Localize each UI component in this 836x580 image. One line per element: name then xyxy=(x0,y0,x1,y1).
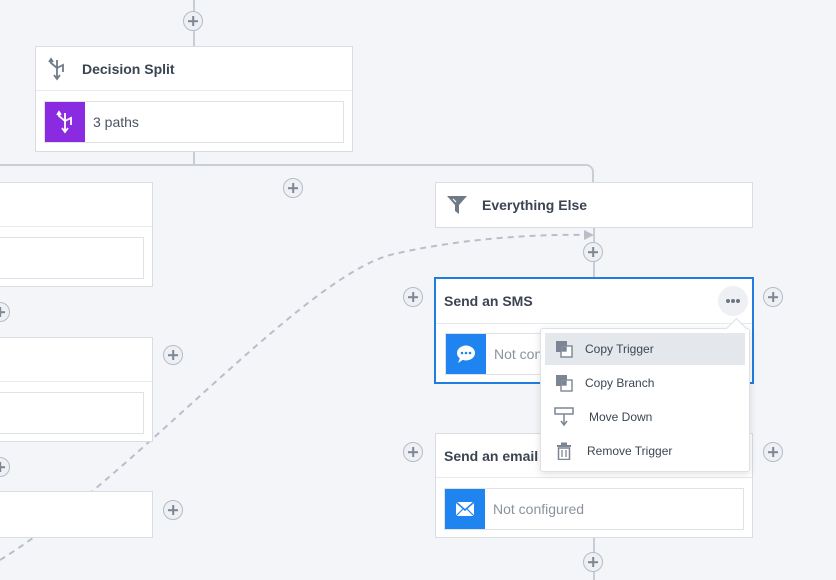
step-card[interactable] xyxy=(0,491,153,538)
add-step-button[interactable] xyxy=(163,345,183,365)
add-step-button[interactable] xyxy=(183,11,203,31)
copy-icon xyxy=(553,339,575,359)
context-menu: Copy Trigger Copy Branch Move Down xyxy=(540,328,750,472)
card-title: Send an SMS xyxy=(444,293,533,309)
trash-icon xyxy=(553,441,575,461)
envelope-icon xyxy=(455,501,475,517)
email-tile xyxy=(445,489,485,529)
add-step-button[interactable] xyxy=(403,287,423,307)
card-title: Everything Else xyxy=(482,197,588,213)
menu-item-move-down[interactable]: Move Down xyxy=(545,401,745,433)
menu-item-label: Copy Branch xyxy=(585,376,655,390)
menu-item-copy-branch[interactable]: Copy Branch xyxy=(545,367,745,399)
add-step-button[interactable] xyxy=(283,178,303,198)
add-step-button[interactable] xyxy=(163,500,183,520)
everything-else-card[interactable]: Everything Else xyxy=(435,182,753,228)
add-step-button[interactable] xyxy=(763,287,783,307)
step-card[interactable] xyxy=(0,182,153,287)
menu-item-label: Move Down xyxy=(589,410,653,424)
filter-icon xyxy=(446,194,468,216)
connector-line xyxy=(0,164,584,166)
add-step-button[interactable] xyxy=(583,552,603,572)
menu-item-label: Remove Trigger xyxy=(587,444,673,458)
copy-icon xyxy=(553,373,575,393)
ellipsis-icon xyxy=(726,299,740,303)
sms-tile xyxy=(446,334,486,374)
add-step-button[interactable] xyxy=(583,242,603,262)
add-step-button[interactable] xyxy=(763,442,783,462)
split-icon xyxy=(46,56,68,82)
menu-item-remove-trigger[interactable]: Remove Trigger xyxy=(545,435,745,467)
step-card[interactable] xyxy=(0,337,153,442)
menu-item-copy-trigger[interactable]: Copy Trigger xyxy=(545,333,745,365)
split-icon xyxy=(56,110,72,134)
menu-item-label: Copy Trigger xyxy=(585,342,654,356)
status-text: Not con xyxy=(494,346,543,362)
connector-corner xyxy=(574,164,594,182)
add-step-button[interactable] xyxy=(403,442,423,462)
card-title: Decision Split xyxy=(82,60,175,77)
decision-split-card[interactable]: Decision Split 3 paths xyxy=(35,46,353,152)
card-title: Send an email xyxy=(444,447,539,464)
move-down-icon xyxy=(553,407,575,427)
chat-bubble-icon xyxy=(457,345,475,363)
more-options-button[interactable] xyxy=(718,286,748,316)
paths-label: 3 paths xyxy=(93,114,139,130)
split-tile xyxy=(45,102,85,142)
connector-line xyxy=(193,151,195,165)
status-text: Not configured xyxy=(493,501,585,517)
